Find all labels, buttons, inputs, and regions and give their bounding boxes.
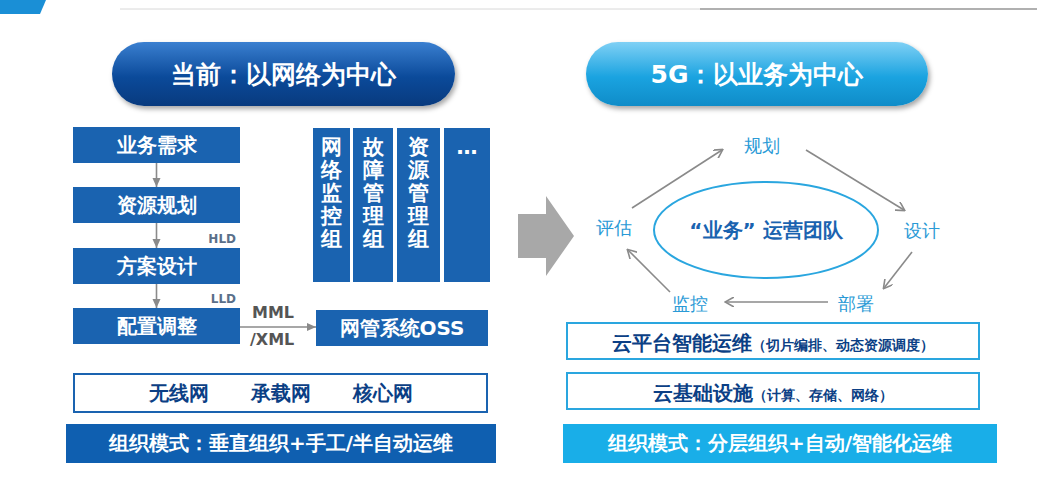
cycle-step: 监控 (672, 292, 708, 316)
network-box: 无线网 承载网 核心网 (73, 373, 488, 413)
flow-arrow (156, 223, 158, 248)
team-column: … (444, 128, 490, 282)
node-text: 当前：以网络为中心 (171, 58, 396, 91)
node-text: 方案设计 (117, 253, 197, 280)
process-box: 资源规划 (73, 187, 240, 223)
header-rule (120, 9, 700, 10)
node-text: “业务” 运营团队 (689, 217, 842, 244)
flow-arrow (156, 163, 158, 187)
node-text: 承载网 (251, 380, 311, 407)
node-text: 组织模式：垂直组织+手工/半自动运维 (109, 430, 453, 457)
cycle-arrows (628, 150, 912, 302)
node-text: 5G：以业务为中心 (651, 58, 864, 91)
node-text: 组织模式：分层组织+自动/智能化运维 (608, 430, 952, 457)
node-text: （计算、存储、网络） (753, 387, 893, 405)
edge-label: HLD (206, 232, 238, 246)
node-text: 资源规划 (117, 192, 197, 219)
team-column: 网络监控组 (313, 128, 350, 282)
protocol-label: /XML (250, 330, 294, 349)
mode-band: 组织模式：垂直组织+手工/半自动运维 (66, 424, 496, 463)
process-box: 业务需求 (73, 127, 240, 163)
node-text: 云基础设施 (653, 380, 753, 407)
edge-label: LLD (209, 292, 238, 306)
mode-band: 组织模式：分层组织+自动/智能化运维 (563, 424, 997, 463)
node-text: 网管系统OSS (340, 315, 465, 342)
node-text: 云平台智能运维 (612, 330, 752, 357)
node-text: （切片编排、动态资源调度） (752, 337, 934, 355)
node-text: 无线网 (149, 380, 209, 407)
header-fragment (0, 0, 46, 14)
cycle-step: 评估 (596, 216, 632, 240)
node-text: 业务需求 (117, 132, 197, 159)
node-text: … (457, 136, 478, 159)
node-text: 资源管理组 (408, 136, 429, 251)
process-box: 配置调整 (73, 308, 240, 344)
title-pill: 当前：以网络为中心 (112, 42, 455, 106)
flow-arrow (156, 284, 158, 308)
team-column: 故障管理组 (353, 128, 393, 282)
node-text: 故障管理组 (363, 136, 384, 251)
cloud-box: 云基础设施（计算、存储、网络） (566, 372, 980, 410)
node-text: 配置调整 (117, 313, 197, 340)
oss-box: 网管系统OSS (316, 310, 488, 346)
protocol-label: MML (252, 303, 294, 322)
cloud-box: 云平台智能运维（切片编排、动态资源调度） (566, 322, 980, 360)
team-ellipse: “业务” 运营团队 (652, 180, 880, 280)
cycle-step: 部署 (838, 292, 874, 316)
transition-arrow (518, 196, 574, 276)
node-text: 核心网 (353, 380, 413, 407)
team-column: 资源管理组 (397, 128, 440, 282)
process-box: 方案设计 (73, 248, 240, 284)
cycle-step: 设计 (904, 219, 940, 243)
cycle-step: 规划 (744, 134, 780, 158)
header-rule (700, 8, 1037, 10)
title-pill: 5G：以业务为中心 (586, 42, 928, 106)
node-text: 网络监控组 (321, 136, 342, 251)
flow-arrow (240, 326, 316, 328)
